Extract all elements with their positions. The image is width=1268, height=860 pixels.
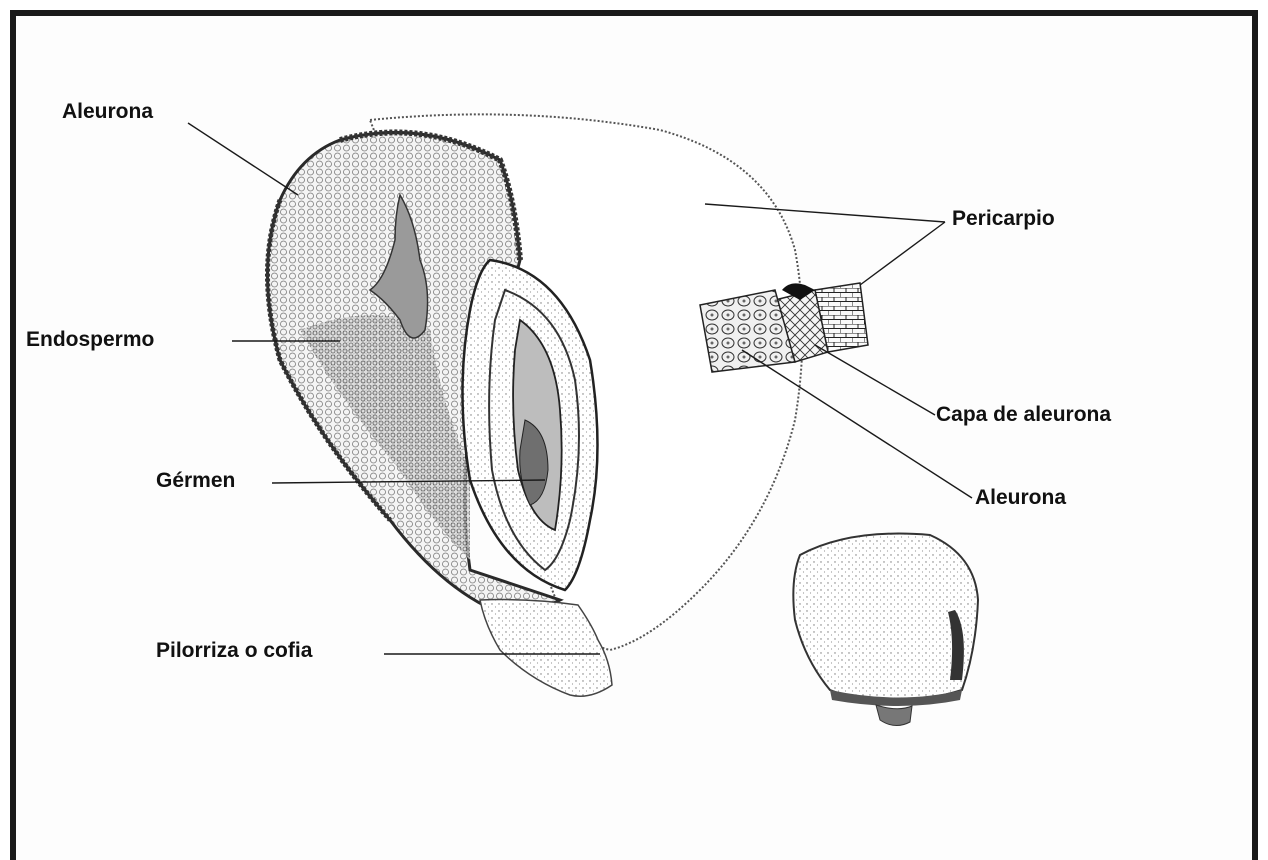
leader-aleurona-top [188,123,298,195]
label-pericarpio: Pericarpio [952,207,1055,230]
leader-pericarpio-2 [860,222,945,285]
leader-capa-aleurona [815,345,935,415]
label-aleurona-top: Aleurona [62,100,153,123]
label-germen: Gérmen [156,469,235,492]
label-endospermo: Endospermo [26,328,154,351]
label-aleurona-right: Aleurona [975,486,1066,509]
whole-kernel-tip [876,705,912,726]
label-capa-aleurona: Capa de aleurona [936,403,1111,426]
label-pilorriza: Pilorriza o cofia [156,639,313,662]
